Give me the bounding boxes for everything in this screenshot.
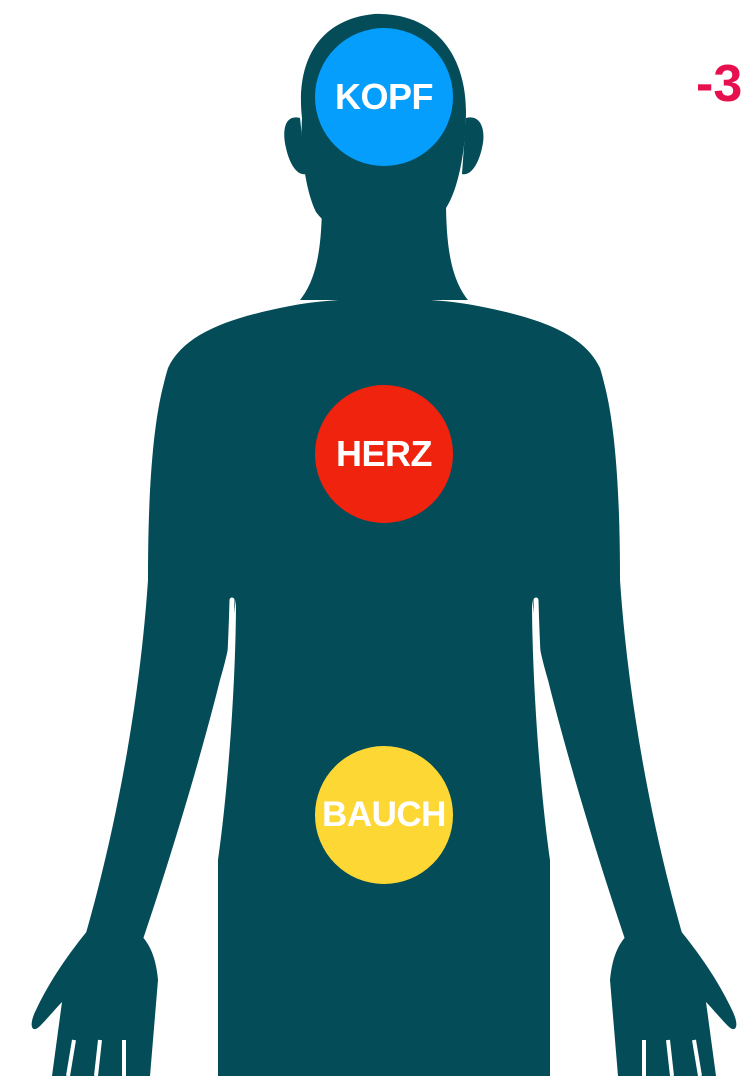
silhouette-hand-left <box>32 930 158 1076</box>
silhouette-neck <box>300 200 468 300</box>
kopf-badge: KOPF <box>315 28 453 166</box>
corner-text: -3 <box>696 58 742 110</box>
herz-badge: HERZ <box>315 385 453 523</box>
bauch-badge: BAUCH <box>315 746 453 884</box>
bauch-label: BAUCH <box>322 795 446 835</box>
herz-label: HERZ <box>336 433 432 475</box>
silhouette-hand-right <box>610 930 736 1076</box>
kopf-label: KOPF <box>335 76 433 118</box>
